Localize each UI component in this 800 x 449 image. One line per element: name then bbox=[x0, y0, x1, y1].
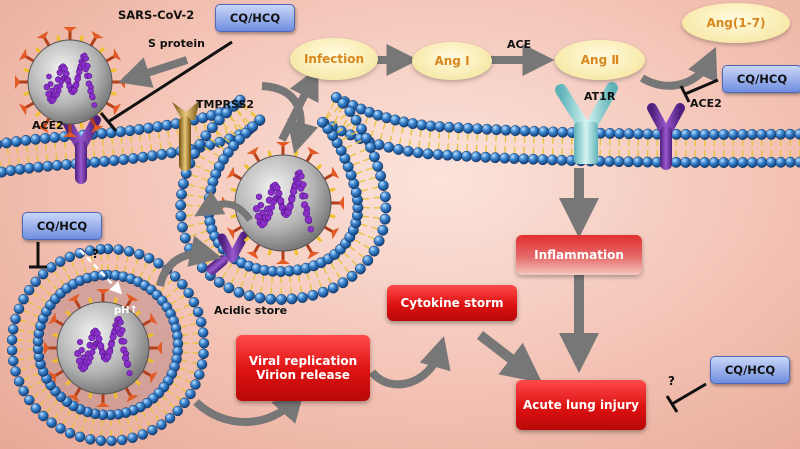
ph-label: pH↑ bbox=[114, 305, 138, 316]
at1r-receptor bbox=[555, 82, 618, 164]
infection-node: Infection bbox=[290, 38, 378, 80]
cq-hcq-box-right: CQ/HCQ bbox=[722, 65, 800, 93]
sars-cov-2-label: SARS-CoV-2 bbox=[118, 8, 195, 22]
cq-hcq-box-left: CQ/HCQ bbox=[22, 212, 102, 240]
viral-replication-box: Viral replication Virion release bbox=[236, 335, 370, 401]
cq-hcq-box-top: CQ/HCQ bbox=[215, 4, 295, 32]
ang-ii-node: Ang Ⅱ bbox=[555, 40, 645, 80]
s-protein-label: S protein bbox=[148, 37, 205, 50]
inflammation-box: Inflammation bbox=[516, 235, 642, 275]
cytokine-storm-box: Cytokine storm bbox=[387, 285, 517, 321]
tmprss2-label: TMPRSS2 bbox=[196, 98, 254, 111]
acidic-store-label: Acidic store bbox=[214, 304, 288, 317]
question-mark-bottom: ? bbox=[668, 374, 675, 388]
cell-membrane bbox=[0, 92, 800, 305]
ace2-label-right: ACE2 bbox=[690, 97, 722, 110]
cq-hcq-box-bottom-right: CQ/HCQ bbox=[710, 356, 790, 384]
process-arrows bbox=[118, 44, 718, 426]
ang-i-node: Ang Ⅰ bbox=[412, 42, 492, 80]
viral-replication-label: Viral replication bbox=[248, 354, 358, 368]
inhibition-lines bbox=[29, 40, 719, 413]
acute-lung-injury-box: Acute lung injury bbox=[516, 380, 646, 430]
virus-particles bbox=[15, 27, 344, 407]
tmprss2-protease bbox=[172, 100, 200, 171]
ace2-label-left: ACE2 bbox=[32, 119, 64, 132]
virion-release-label: Virion release bbox=[256, 368, 350, 382]
ph-dashed-arrow bbox=[79, 249, 123, 295]
question-mark-top: ? bbox=[92, 247, 99, 261]
ace2-receptor-right bbox=[647, 103, 685, 170]
ang-1-7-node: Ang(1-7) bbox=[682, 3, 790, 43]
at1r-label: AT1R bbox=[584, 90, 616, 103]
ace-label: ACE bbox=[507, 38, 532, 51]
